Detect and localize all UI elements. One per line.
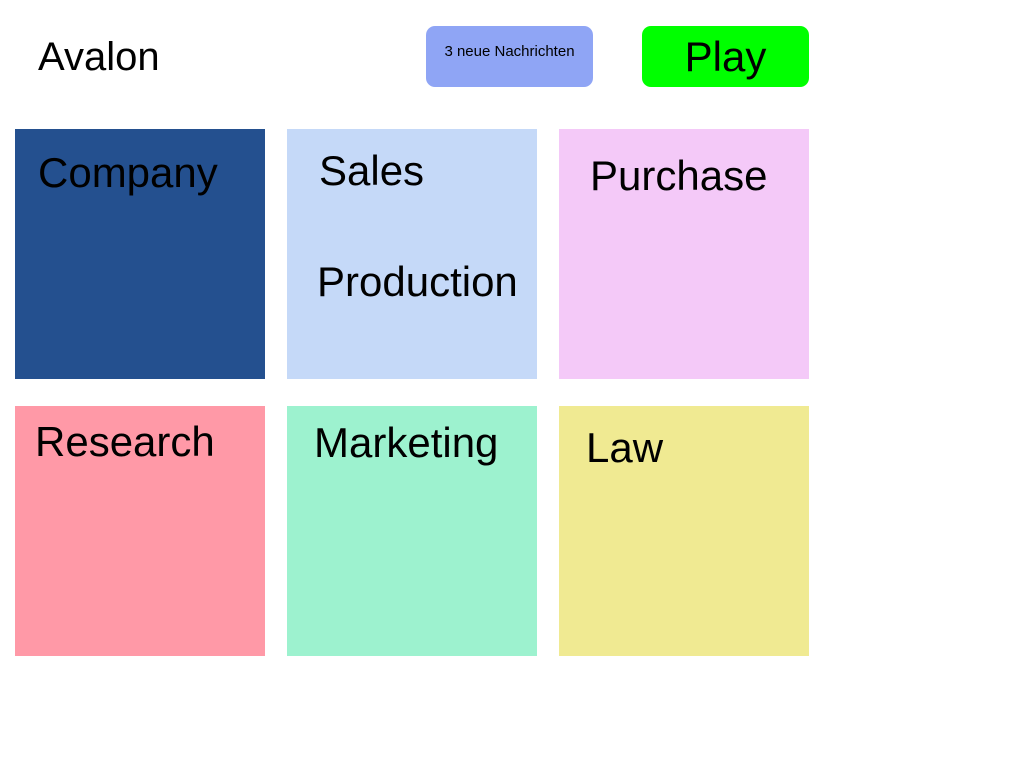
tile-purchase-label: Purchase [590, 152, 768, 199]
tile-purchase[interactable]: Purchase [559, 129, 809, 379]
play-button[interactable]: Play [642, 26, 809, 87]
messages-button[interactable]: 3 neue Nachrichten [426, 26, 593, 87]
tile-research[interactable]: Research [15, 406, 265, 656]
tile-company[interactable]: Company [15, 129, 265, 379]
tile-production-label[interactable]: Production [317, 258, 518, 305]
tile-company-label: Company [38, 149, 218, 196]
tile-marketing[interactable]: Marketing [287, 406, 537, 656]
tile-law[interactable]: Law [559, 406, 809, 656]
tile-sales[interactable]: Sales Production [287, 129, 537, 379]
tile-marketing-label: Marketing [314, 419, 499, 466]
tile-research-label: Research [35, 418, 215, 465]
tile-law-label: Law [586, 424, 664, 471]
tile-sales-label[interactable]: Sales [319, 147, 425, 194]
app-title: Avalon [38, 35, 160, 79]
